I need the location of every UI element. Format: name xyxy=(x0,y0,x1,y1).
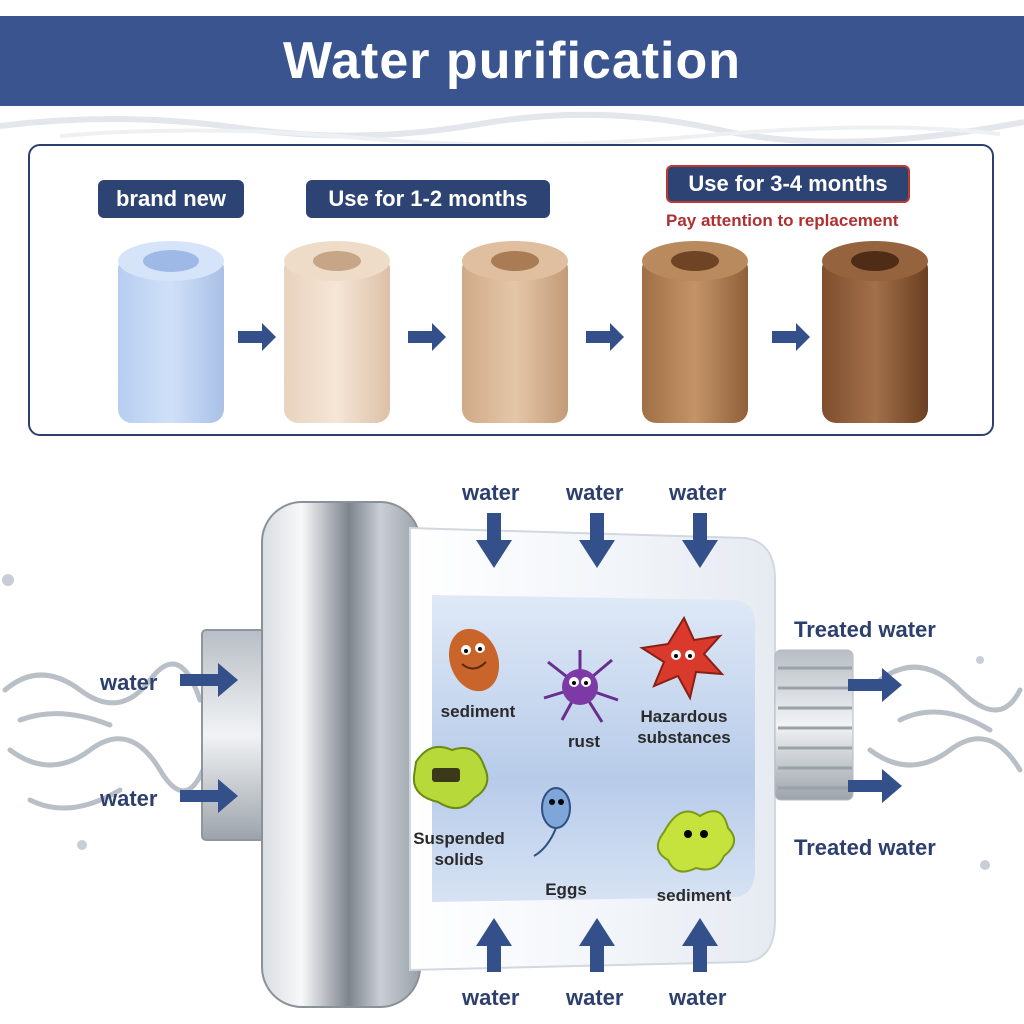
rust-germ-icon xyxy=(543,650,619,723)
stage-tag-brand-new: brand new xyxy=(98,180,244,218)
treated-water-label-2: Treated water xyxy=(794,835,936,860)
rust-label: rust xyxy=(567,732,601,751)
filter-cartridges xyxy=(118,241,928,423)
sediment-label-2: sediment xyxy=(656,886,732,905)
page-title: Water purification xyxy=(282,32,742,90)
water-label-bottom-3: water xyxy=(669,985,727,1010)
stage-tag-1-2-months: Use for 1-2 months xyxy=(306,180,550,218)
water-label-inlet-2: water xyxy=(100,786,158,811)
water-label-bottom-2: water xyxy=(566,985,624,1010)
sediment-label: sediment xyxy=(440,702,516,721)
sediment-2-germ-icon xyxy=(657,810,735,873)
eggs-germ-icon xyxy=(533,787,571,857)
cartridge-new xyxy=(118,241,224,423)
replacement-note: Pay attention to replacement xyxy=(666,211,899,230)
water-label-bottom-1: water xyxy=(462,985,520,1010)
suspended-solids-germ-icon xyxy=(412,746,489,809)
cartridge-medium-use xyxy=(462,241,568,423)
hazardous-label: Hazardous substances xyxy=(637,707,731,747)
filter-illustration xyxy=(2,501,1023,1008)
water-label-top-3: water xyxy=(669,480,727,505)
splash-decoration xyxy=(0,111,1024,146)
eggs-label: Eggs xyxy=(545,880,587,899)
header-banner xyxy=(0,16,1024,106)
suspended-solids-label: Suspended solids xyxy=(413,829,505,869)
treated-water-label-1: Treated water xyxy=(794,617,936,642)
cartridge-light-use xyxy=(284,241,390,423)
outlet-thread xyxy=(774,649,854,801)
water-label-top-1: water xyxy=(462,480,520,505)
water-label-top-2: water xyxy=(566,480,624,505)
water-label-inlet-1: water xyxy=(100,670,158,695)
cartridge-heavy-use xyxy=(642,241,748,423)
stage-tag-3-4-months: Use for 3-4 months xyxy=(666,165,910,203)
hazardous-germ-icon xyxy=(639,615,725,701)
sediment-germ-icon xyxy=(448,628,500,692)
cartridge-replace xyxy=(822,241,928,423)
